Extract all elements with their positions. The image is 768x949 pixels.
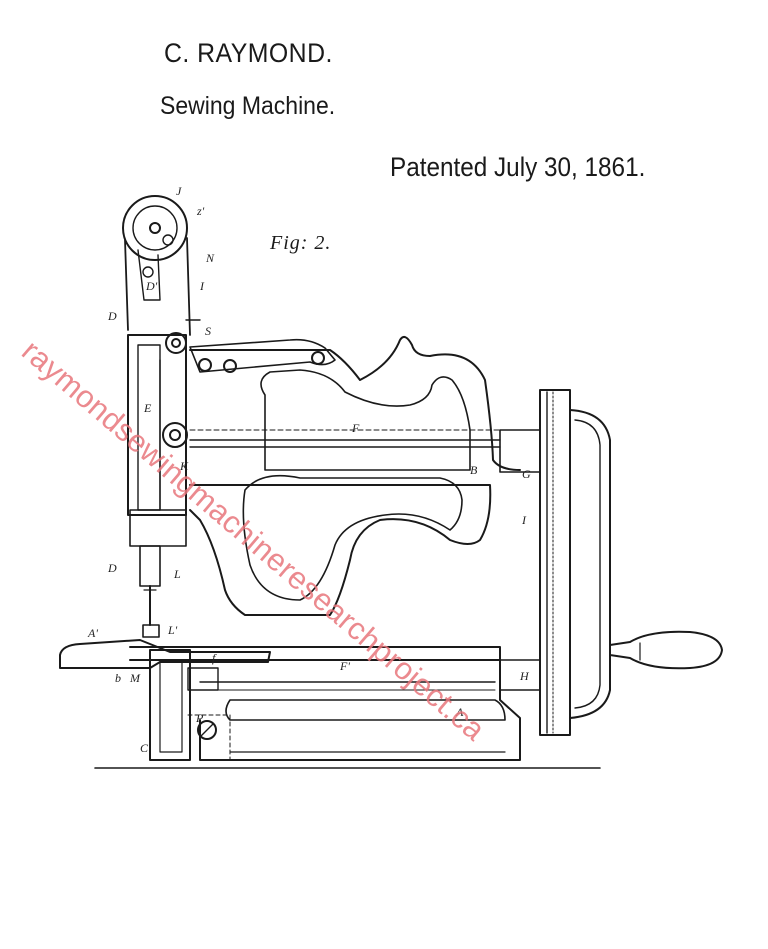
shuttle-body: [149, 649, 191, 761]
ref-letter: D: [107, 561, 117, 575]
ref-letter: G: [522, 467, 531, 481]
ref-letter: E: [143, 401, 152, 415]
ref-letter: K: [179, 459, 189, 473]
ref-letter: I: [521, 513, 527, 527]
machine-arm: [189, 335, 521, 471]
ref-letter: M: [129, 671, 141, 685]
figure-label: Fig: 2.: [270, 232, 332, 254]
hand-wheel: [539, 389, 571, 736]
ref-letter: C: [140, 741, 149, 755]
ref-letter: D': [145, 279, 158, 293]
ref-letter: J: [176, 184, 182, 198]
patent-date: Patented July 30, 1861.: [390, 152, 646, 182]
ref-letter: z': [196, 204, 205, 218]
ref-letter: A': [87, 626, 98, 640]
ref-letter: F: [351, 421, 360, 435]
top-pulley: [122, 195, 188, 261]
ref-letter: L: [173, 567, 181, 581]
ref-letter: P: [195, 711, 204, 725]
ref-letter: S: [205, 324, 211, 338]
invention-title: Sewing Machine.: [160, 92, 336, 120]
ref-letter: A: [455, 705, 464, 719]
bed: [129, 646, 501, 661]
ref-letter: D: [107, 309, 117, 323]
ref-letter: b: [115, 671, 121, 685]
base-plate: [59, 639, 271, 669]
crank-handle: [609, 630, 723, 670]
ref-letter: L': [167, 623, 178, 637]
ref-letter: I: [199, 279, 205, 293]
ref-letter: f: [212, 651, 217, 665]
inventor-name: C. RAYMOND.: [164, 38, 333, 68]
ref-letter: F': [339, 659, 350, 673]
needle-column: [127, 334, 187, 516]
ref-letter: B: [470, 463, 478, 477]
reference-letters: J z' N D' I D S E K D L L' A' b M P C F …: [87, 184, 531, 755]
needle-holder: [139, 545, 161, 587]
ref-letter: N: [205, 251, 215, 265]
ref-letter: H: [519, 669, 530, 683]
